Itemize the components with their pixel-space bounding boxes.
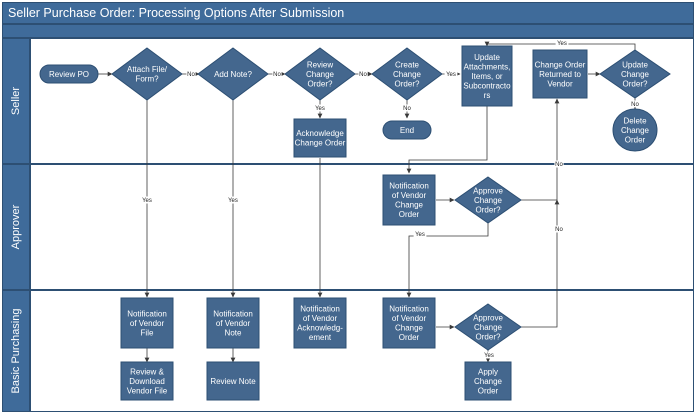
label-no-review-co: No [359, 72, 367, 78]
label-yes-update-co: Yes [557, 41, 567, 47]
nodes: Review PO Attach File/Form? Add Note? Revie… [39, 45, 671, 401]
label-yes-note: Yes [228, 198, 238, 204]
lane-approver [30, 164, 694, 290]
lane-label-seller: Seller [2, 38, 30, 164]
header-band [2, 24, 694, 38]
label-no-approve: No [555, 162, 563, 168]
node-review-po-label: Review PO [49, 70, 89, 79]
edge-update-to-approver-notify [406, 106, 488, 174]
label-no-purchasing-approve: No [555, 227, 563, 233]
node-end-label: End [400, 126, 414, 135]
lane-label-approver: Approver [2, 164, 30, 290]
label-no-create-co: No [403, 106, 411, 112]
label-yes-purchasing-approve: Yes [484, 353, 494, 359]
node-attach-file[interactable]: Attach File/Form? [111, 47, 183, 101]
node-review-note-label: Review Note [210, 377, 256, 386]
node-end[interactable]: End [382, 120, 432, 140]
node-add-note-label: Add Note? [214, 70, 252, 79]
label-no-note: No [273, 72, 281, 78]
label-yes-review-co: Yes [315, 106, 325, 112]
label-yes-approve: Yes [415, 232, 425, 238]
node-review-note[interactable]: Review Note [206, 361, 260, 401]
edge-approve-no-to-returned [521, 98, 560, 201]
label-yes-create-co: Yes [446, 72, 456, 78]
label-yes-attach: Yes [142, 198, 152, 204]
node-review-po[interactable]: Review PO [39, 64, 99, 84]
edge-approve-yes-to-purchasing-notify [406, 222, 489, 298]
diagram-title: Seller Purchase Order: Processing Option… [8, 6, 345, 20]
lane-label-purchasing: Basic Purchasing [2, 290, 30, 412]
label-no-update-co: No [631, 102, 639, 108]
node-attach-file-label: Attach File/Form? [127, 65, 168, 84]
node-add-note[interactable]: Add Note? [197, 47, 269, 101]
edge-purchasing-approve-no-up [521, 199, 560, 328]
title-bar: Seller Purchase Order: Processing Option… [2, 2, 694, 24]
label-no-attach: No [187, 72, 195, 78]
